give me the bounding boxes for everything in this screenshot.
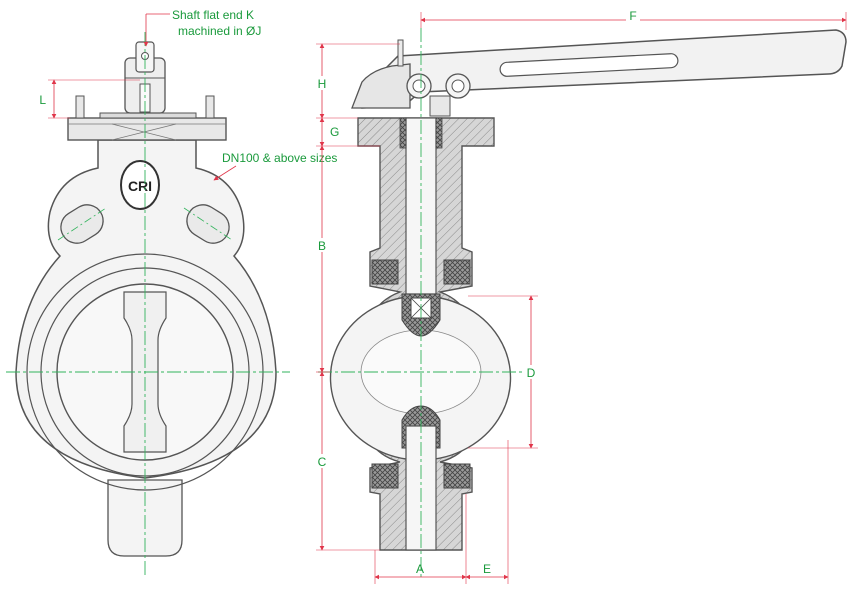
dim-L-label: L <box>39 93 46 107</box>
dn-note-leader <box>213 165 237 181</box>
front-view: CRI L Shaft flat end K machined in ØJ DN… <box>6 8 337 575</box>
dim-H-label: H <box>318 77 327 91</box>
seat-band-upper-right <box>443 259 471 285</box>
logo-oval <box>120 160 160 210</box>
seat-band-upper-left <box>371 259 399 285</box>
side-view: H G B C D F A E <box>314 9 847 584</box>
dim-F-label: F <box>629 9 636 23</box>
seat-band-lower-right <box>443 463 471 489</box>
front-top-flange <box>67 117 227 141</box>
logo-text: CRI <box>128 178 152 194</box>
shaft-note-line2: machined in ØJ <box>178 24 261 38</box>
shaft-note-line1: Shaft flat end K <box>172 8 254 22</box>
handle-slot <box>499 53 679 77</box>
dn-note: DN100 & above sizes <box>222 151 337 165</box>
dim-A-label: A <box>416 562 424 576</box>
seat-band-lower-left <box>371 463 399 489</box>
dim-B-label: B <box>318 239 326 253</box>
dim-G-label: G <box>330 125 339 139</box>
dim-C-label: C <box>318 455 327 469</box>
dim-E-label: E <box>483 562 491 576</box>
dim-D-label: D <box>527 366 536 380</box>
